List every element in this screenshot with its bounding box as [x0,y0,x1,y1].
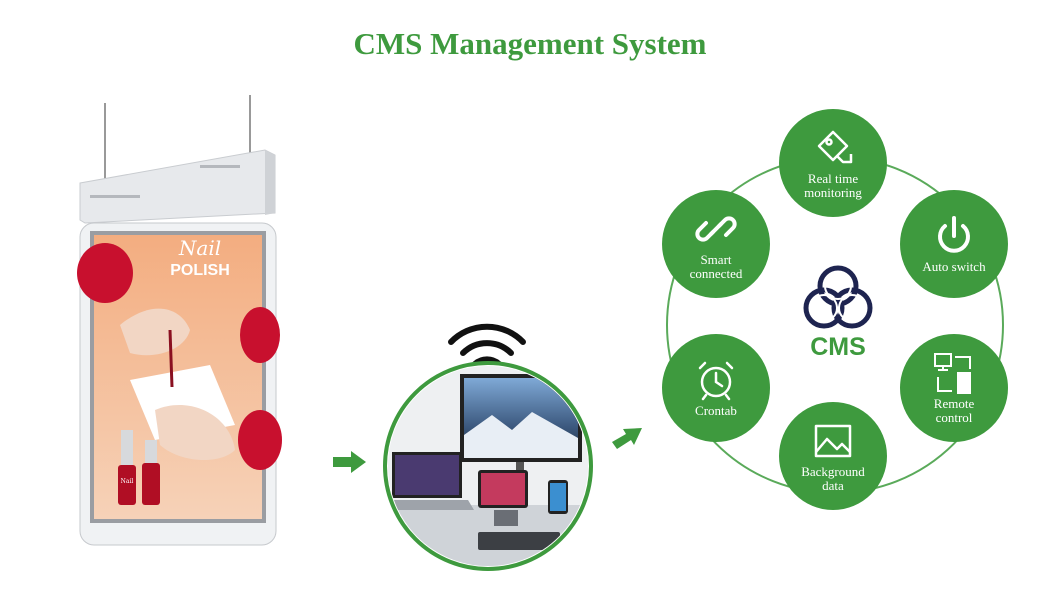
nail-polish-bottles [118,430,160,505]
arrow-up-right-icon [612,428,642,449]
feature-label: Background data [801,464,865,493]
feature-label: Smart connected [689,252,743,281]
feature-background-data: Background data [779,402,887,510]
poster-headline-caps: POLISH [170,262,230,279]
feature-smart-connected: Smart connected [662,190,770,298]
poster-headline-script: Nail [178,236,221,260]
feature-crontab: Crontab [662,334,770,442]
keyboard [478,532,560,550]
devices-circle [383,361,593,571]
feature-label: Auto switch [922,259,986,274]
poster-hand-top [120,308,190,356]
remote-computer-icon [934,353,971,394]
arrow-right-icon [333,451,366,473]
bottle-label: Nail [121,478,134,485]
cms-center-label: CMS [810,333,866,361]
feature-label: Real time monitoring [804,171,862,200]
tag-monitor-icon [817,130,853,164]
feature-label: Remote control [933,396,975,425]
alarm-clock-icon [698,361,734,401]
red-drop-shape [77,243,133,303]
display-header-box [79,149,276,224]
page-title: CMS Management System [353,26,707,61]
feature-remote-control: Remote control [900,334,1008,442]
poster-hand-bottom [155,404,235,461]
hanging-display: Nail POLISH Nail [77,95,282,546]
feature-real-time-monitoring: Real time monitoring [779,109,887,217]
feature-label: Crontab [695,403,737,418]
cms-logo-icon [803,265,873,329]
link-icon [695,216,737,242]
feature-auto-switch: Auto switch [900,190,1008,298]
image-icon [814,424,852,458]
vent-holes [90,165,240,198]
power-icon [938,216,970,253]
